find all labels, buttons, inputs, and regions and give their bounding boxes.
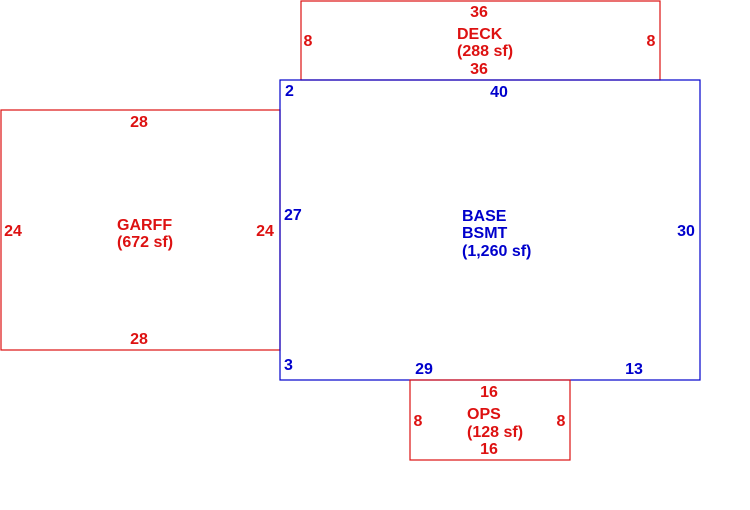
deck-right-dimension: 8 [647,33,656,50]
base-left-upper-dimension: 2 [285,83,294,100]
garage-label: GARFF [117,217,172,234]
deck-top-dimension: 36 [470,4,488,21]
garage-bottom-dimension: 28 [130,331,148,348]
base-bottom-right-dimension: 13 [625,361,643,378]
ops-left-dimension: 8 [414,413,423,430]
deck-area: 36 8 8 DECK (288 sf) 36 [300,0,661,81]
garage-area: 28 24 24 GARFF (672 sf) 28 [0,109,281,351]
ops-bottom-dimension: 16 [480,441,498,458]
deck-area-label: (288 sf) [457,43,513,60]
ops-outline [409,379,571,461]
ops-right-dimension: 8 [557,413,566,430]
garage-left-dimension: 24 [4,223,22,240]
base-top-dimension: 40 [490,84,508,101]
base-label-line2: BSMT [462,225,508,242]
ops-area-label: (128 sf) [467,424,523,441]
base-right-dimension: 30 [677,223,695,240]
base-area-label: (1,260 sf) [462,243,531,260]
deck-bottom-dimension: 36 [470,61,488,78]
deck-label: DECK [457,26,503,43]
ops-label: OPS [467,406,501,423]
base-area: 2 40 27 30 BASE BSMT (1,260 sf) 3 29 13 [279,79,701,381]
ops-top-dimension: 16 [480,384,498,401]
base-left-middle-dimension: 27 [284,207,302,224]
deck-left-dimension: 8 [304,33,313,50]
ops-area: 16 8 8 OPS (128 sf) 16 [409,379,571,461]
base-label-line1: BASE [462,208,507,225]
base-bottom-left-dimension: 29 [415,361,433,378]
base-left-lower-dimension: 3 [284,357,293,374]
garage-right-dimension: 24 [256,223,274,240]
garage-area-label: (672 sf) [117,234,173,251]
garage-top-dimension: 28 [130,114,148,131]
